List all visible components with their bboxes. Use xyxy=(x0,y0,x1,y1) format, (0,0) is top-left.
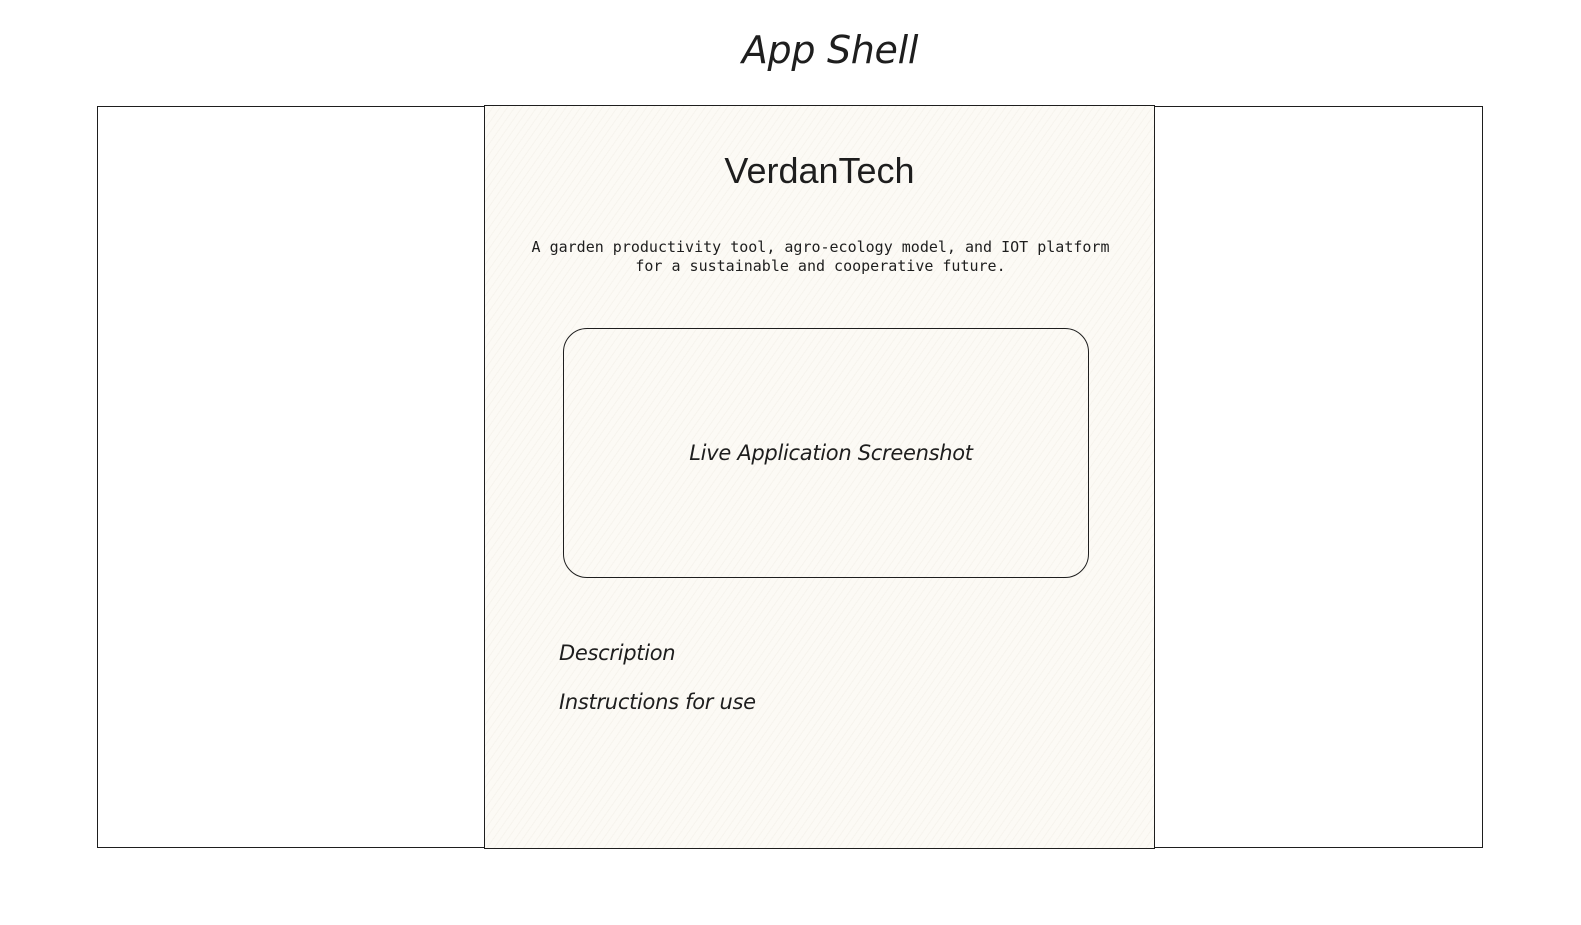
description-link[interactable]: Description xyxy=(559,641,676,665)
screenshot-placeholder-label: Live Application Screenshot xyxy=(689,441,973,465)
app-tagline: A garden productivity tool, agro-ecology… xyxy=(531,238,1110,275)
screenshot-placeholder: Live Application Screenshot xyxy=(563,328,1089,578)
app-name-heading: VerdanTech xyxy=(724,150,915,191)
content-panel: VerdanTech A garden productivity tool, a… xyxy=(484,105,1155,849)
diagram-title: App Shell xyxy=(741,28,919,72)
instructions-link[interactable]: Instructions for use xyxy=(559,690,756,714)
